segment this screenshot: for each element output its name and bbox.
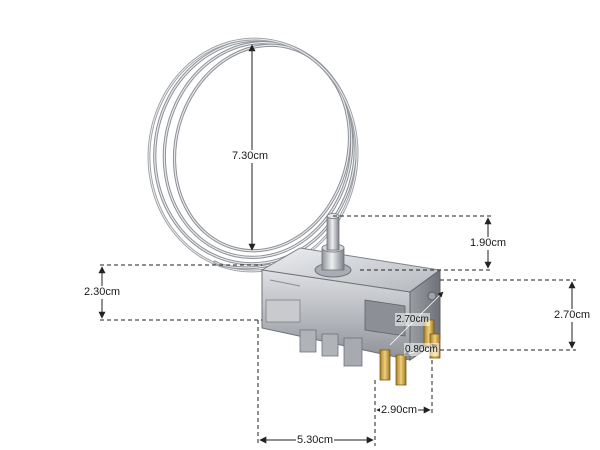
thermostat-shaft bbox=[314, 213, 352, 278]
dim-label-terminal-b: 0.80cm bbox=[404, 343, 439, 356]
dim-label-terminal-a: 2.70cm bbox=[395, 313, 430, 326]
dim-label-coil: 7.30cm bbox=[231, 150, 270, 163]
dim-label-body-right: 2.70cm bbox=[553, 309, 592, 322]
dim-label-body-length: 5.30cm bbox=[296, 434, 335, 447]
dim-label-terminal-width: 2.90cm bbox=[380, 404, 419, 417]
dim-label-shaft: 1.90cm bbox=[469, 237, 508, 250]
dimension-lines bbox=[98, 44, 576, 446]
capillary-coil bbox=[147, 37, 359, 273]
dim-label-body-left: 2.30cm bbox=[83, 286, 122, 299]
